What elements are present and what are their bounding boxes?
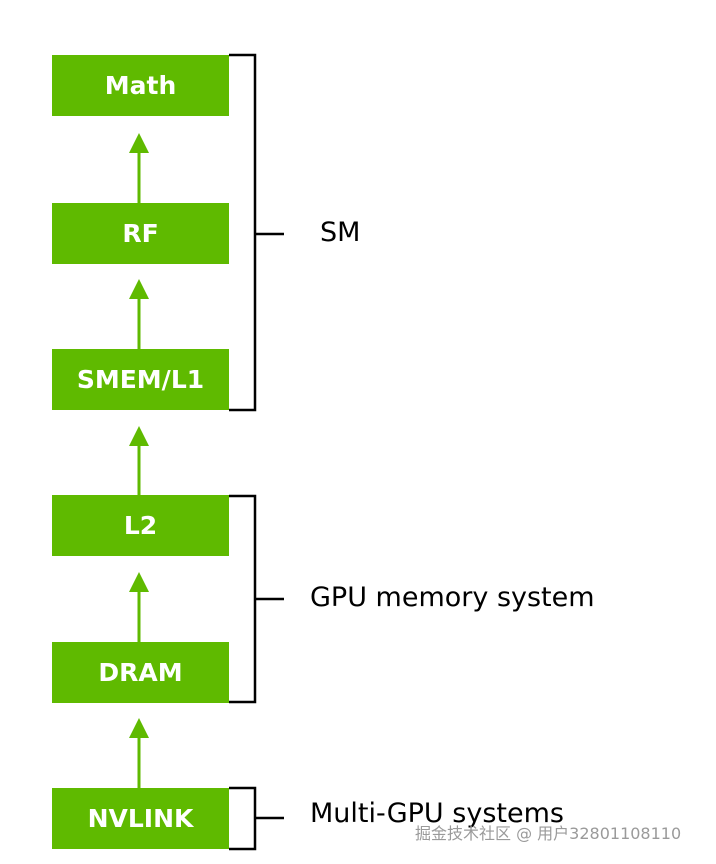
- box-label: SMEM/L1: [76, 365, 205, 394]
- box-math: Math: [52, 55, 229, 116]
- box-label: Math: [104, 71, 177, 100]
- box-label: RF: [122, 219, 159, 248]
- box-dram: DRAM: [52, 642, 229, 703]
- box-nvlink: NVLINK: [52, 788, 229, 849]
- box-l2: L2: [52, 495, 229, 556]
- arrow-rf-to-math: [129, 133, 149, 203]
- bracket-multi-gpu: [229, 786, 284, 851]
- box-label: NVLINK: [87, 804, 194, 833]
- box-label: DRAM: [98, 658, 183, 687]
- group-label-multi-gpu: Multi-GPU systems: [310, 798, 564, 829]
- arrow-smem-to-rf: [129, 279, 149, 349]
- box-rf: RF: [52, 203, 229, 264]
- group-label-sm: SM: [320, 217, 361, 248]
- box-smem-l1: SMEM/L1: [52, 349, 229, 410]
- box-label: L2: [123, 511, 158, 540]
- arrow-nvlink-to-dram: [129, 718, 149, 788]
- watermark: 掘金技术社区 @ 用户32801108110: [415, 824, 682, 843]
- bracket-sm: [229, 53, 284, 412]
- bracket-gpu-memory: [229, 494, 284, 704]
- arrow-dram-to-l2: [129, 572, 149, 642]
- arrow-l2-to-smem: [129, 426, 149, 495]
- group-label-gpu-memory: GPU memory system: [310, 582, 595, 613]
